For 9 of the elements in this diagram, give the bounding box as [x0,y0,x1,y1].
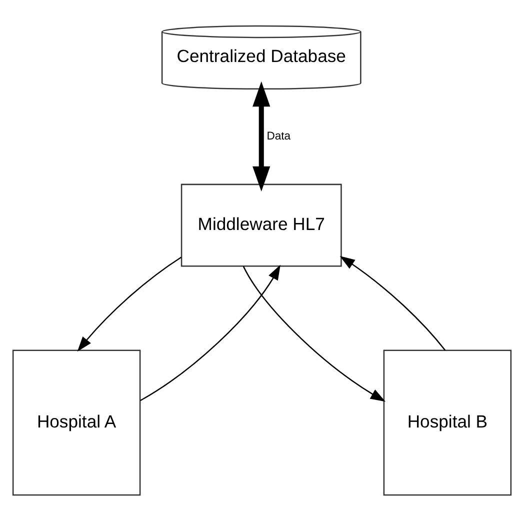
arrow [242,266,386,402]
arrow [252,81,270,192]
node-box: Hospital B [383,350,512,496]
node-box: Hospital A [12,350,141,496]
edge-label: Data [266,130,291,142]
arrow [340,256,446,351]
arrow [77,256,182,352]
node-box: Middleware HL7 [180,184,342,267]
arrow [140,264,280,402]
